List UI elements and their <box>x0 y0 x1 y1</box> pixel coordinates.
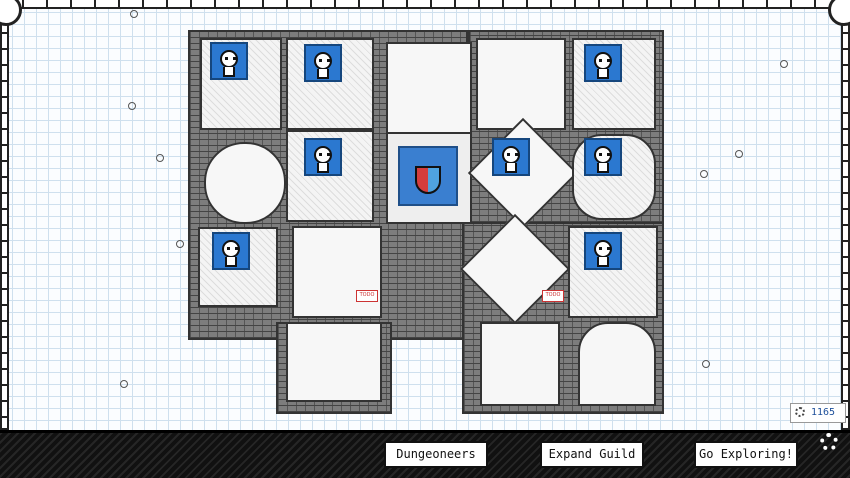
doodle-pebble <box>120 380 128 388</box>
gold-amount: 1165 <box>811 407 836 418</box>
room-sign: TODO <box>542 290 564 302</box>
right-border <box>841 0 850 430</box>
gear-icon[interactable] <box>820 433 838 451</box>
room-workshop[interactable] <box>292 226 382 318</box>
doodle-pebble <box>156 154 164 162</box>
room-south-east[interactable] <box>578 322 656 406</box>
room-sign: TODO <box>356 290 378 302</box>
guild-map: TODO TODO <box>180 22 670 422</box>
sun-coin-icon <box>795 407 805 417</box>
left-border <box>0 0 9 430</box>
room-south-center[interactable] <box>480 322 560 406</box>
corner-curl-right <box>828 0 850 26</box>
doodle-pebble <box>176 240 184 248</box>
adventurer-portrait[interactable] <box>584 44 622 82</box>
dungeoneers-button[interactable]: Dungeoneers <box>384 441 488 468</box>
adventurer-portrait[interactable] <box>584 138 622 176</box>
gold-counter: 1165 <box>790 403 846 423</box>
guild-crest[interactable] <box>398 146 458 206</box>
room-fountain[interactable] <box>204 142 286 224</box>
corner-curl-left <box>0 0 22 26</box>
doodle-pebble <box>700 170 708 178</box>
room-kitchen[interactable] <box>476 38 566 130</box>
adventurer-portrait[interactable] <box>304 44 342 82</box>
doodle-pebble <box>128 102 136 110</box>
shield-icon <box>415 166 441 194</box>
adventurer-portrait[interactable] <box>212 232 250 270</box>
doodle-pebble <box>130 10 138 18</box>
doodle-pebble <box>702 360 710 368</box>
doodle-pebble <box>780 60 788 68</box>
top-border <box>0 0 850 9</box>
room-storage[interactable] <box>286 322 382 402</box>
adventurer-portrait[interactable] <box>584 232 622 270</box>
doodle-pebble <box>735 150 743 158</box>
adventurer-portrait[interactable] <box>304 138 342 176</box>
go-exploring-button[interactable]: Go Exploring! <box>694 441 798 468</box>
room-hall-north[interactable] <box>386 42 472 134</box>
adventurer-portrait[interactable] <box>492 138 530 176</box>
adventurer-portrait[interactable] <box>210 42 248 80</box>
expand-guild-button[interactable]: Expand Guild <box>540 441 644 468</box>
